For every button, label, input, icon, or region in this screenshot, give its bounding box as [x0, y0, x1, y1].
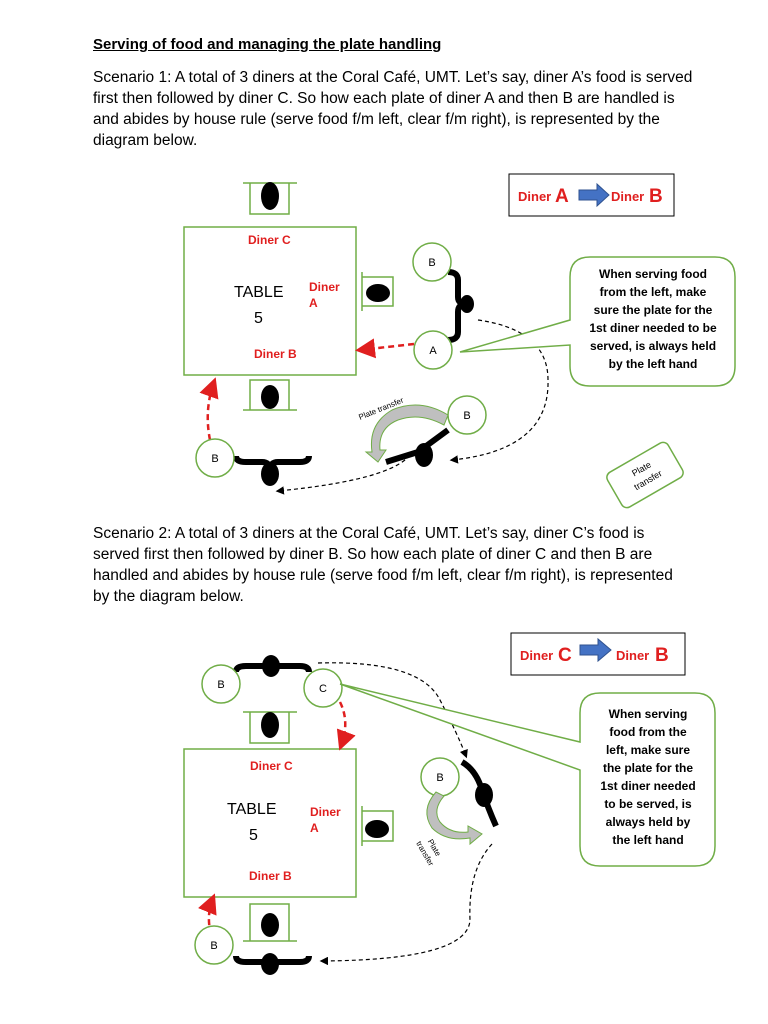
- label-diner-a-1: Diner: [309, 280, 340, 294]
- table-5-s2: [183, 748, 357, 898]
- plate-transfer2-label: Plate transfer: [414, 838, 443, 868]
- chair2-bottom: [243, 903, 297, 942]
- label-diner-b: Diner B: [254, 347, 297, 361]
- scenario-2-diagram: Diner C Diner B Diner C TABLE 5 Diner A …: [183, 632, 716, 975]
- chair-bottom: [243, 379, 297, 411]
- circle-c: [303, 668, 343, 708]
- label-diner-a-2: A: [309, 296, 318, 310]
- circle2-b-bottom-label: B: [210, 940, 217, 952]
- legend-arrow-icon: [578, 182, 610, 208]
- circle-b-bottom-label: B: [211, 453, 218, 465]
- label2-diner-c: Diner C: [250, 759, 293, 773]
- label2-diner-a-1: Diner: [310, 805, 341, 819]
- legend2-from-label: Diner: [520, 648, 553, 663]
- circle-b-top-label: B: [428, 257, 435, 269]
- circle2-b-top-label: B: [217, 679, 224, 691]
- label-diner-c: Diner C: [248, 233, 291, 247]
- table-number: 5: [254, 310, 263, 327]
- legend-from-letter: A: [555, 186, 569, 207]
- circle-a: [413, 330, 453, 370]
- document-title: Serving of food and managing the plate h…: [93, 36, 442, 53]
- circle2-b-mid-label: B: [436, 772, 443, 784]
- circle-b-top: [412, 242, 452, 282]
- legend-to-letter: B: [649, 186, 663, 207]
- table-5: [183, 226, 357, 376]
- circle-b-bottom: [195, 438, 235, 478]
- circle-c-label: C: [319, 683, 327, 695]
- circle2-b-top: [201, 664, 241, 704]
- legend2-arrow-icon: [579, 637, 612, 663]
- callout-1-text: When serving food from the left, make su…: [589, 267, 717, 371]
- plate-transfer-card: Plate transfer: [606, 441, 684, 509]
- circle-a-label: A: [429, 345, 437, 357]
- chair2-right: [361, 806, 394, 846]
- circle-b-mid-label: B: [463, 410, 470, 422]
- callout-bubble-1: [459, 256, 736, 387]
- table2-word: TABLE: [227, 801, 277, 818]
- label2-diner-b: Diner B: [249, 869, 292, 883]
- chair-right: [361, 272, 394, 311]
- chair-top: [243, 182, 297, 215]
- callout-bubble-2: [339, 683, 716, 867]
- legend2-from-letter: C: [558, 645, 572, 666]
- scenario-1-text: Scenario 1: A total of 3 diners at the C…: [93, 69, 693, 149]
- scenario-2-text: Scenario 2: A total of 3 diners at the C…: [93, 525, 673, 605]
- legend-to-label: Diner: [611, 189, 644, 204]
- callout-2-text: When serving food from the left, make su…: [600, 707, 696, 847]
- chair2-top: [243, 711, 297, 744]
- legend-from-label: Diner: [518, 189, 551, 204]
- legend2-to-letter: B: [655, 645, 669, 666]
- table2-number: 5: [249, 827, 258, 844]
- legend2-to-label: Diner: [616, 648, 649, 663]
- circle2-b-bottom: [194, 925, 234, 965]
- table-word: TABLE: [234, 284, 284, 301]
- scenario-1-diagram: Diner A Diner B Diner C TABLE 5 Diner A …: [183, 173, 736, 509]
- label2-diner-a-2: A: [310, 821, 319, 835]
